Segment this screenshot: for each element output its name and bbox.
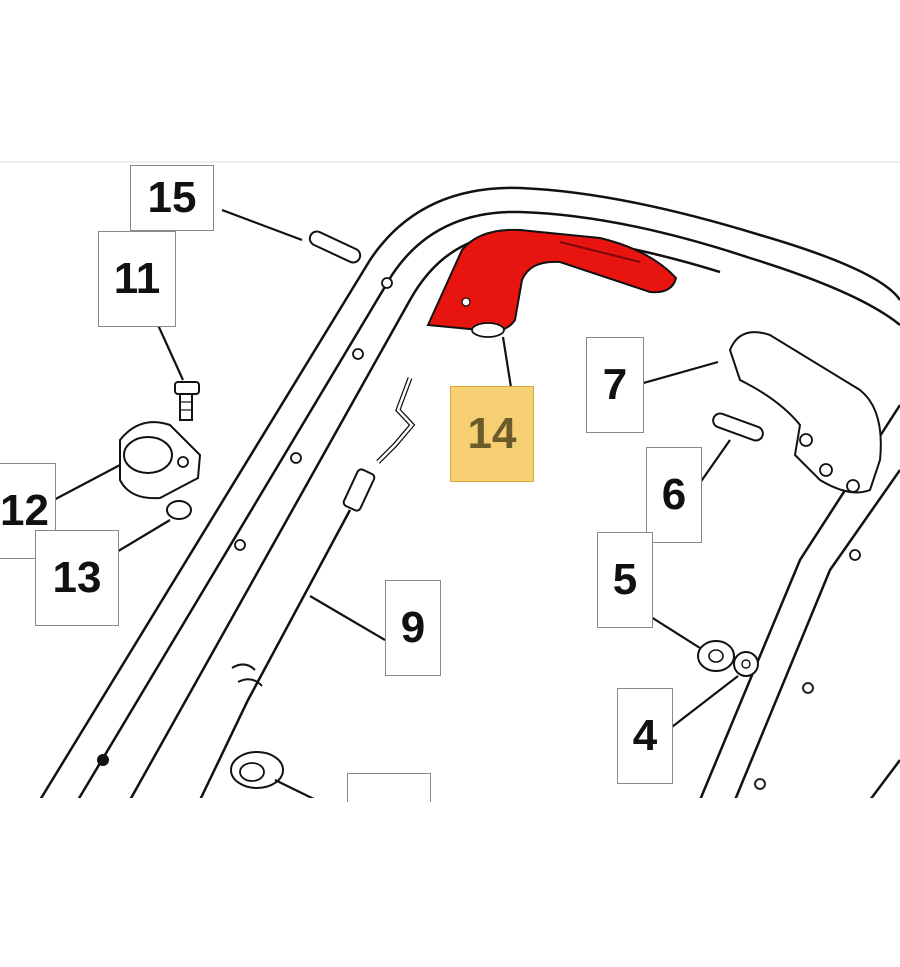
leader-15 (221, 208, 303, 242)
callout-15: 15 (130, 165, 214, 231)
callout-11: 11 (98, 231, 176, 327)
leader-4 (667, 675, 739, 731)
handle-frame-right-2 (733, 469, 900, 801)
callout-9: 9 (385, 580, 441, 676)
frame-holes (97, 277, 861, 790)
handle-frame-inner-1 (76, 210, 900, 801)
leader-12 (47, 464, 121, 504)
screw-part-11 (174, 381, 200, 421)
callout-7: 7 (586, 337, 644, 433)
pin-part-15 (308, 230, 362, 264)
callout-12: 12 (0, 463, 56, 559)
washer-part-4 (733, 651, 759, 677)
callout-blank (347, 773, 431, 802)
callout-14[interactable]: 14 (450, 386, 534, 482)
callout-4: 4 (617, 688, 673, 784)
pin-part-6 (712, 412, 764, 442)
bracket-part-7 (728, 331, 882, 494)
handle-frame-outer (38, 186, 900, 801)
cable-part-9 (198, 377, 416, 801)
callout-13: 13 (35, 530, 119, 626)
callout-5: 5 (597, 532, 653, 628)
leader-7 (639, 360, 719, 386)
highlighted-part-14 (426, 228, 678, 338)
nut-part-13 (166, 500, 192, 520)
callout-6: 6 (646, 447, 702, 543)
grommet-part (230, 751, 317, 801)
leader-9 (309, 595, 386, 641)
handle-frame-right-3 (869, 759, 900, 801)
clamp-part-12 (119, 421, 202, 500)
leader-11 (156, 324, 185, 381)
nut-part-5 (697, 640, 735, 672)
